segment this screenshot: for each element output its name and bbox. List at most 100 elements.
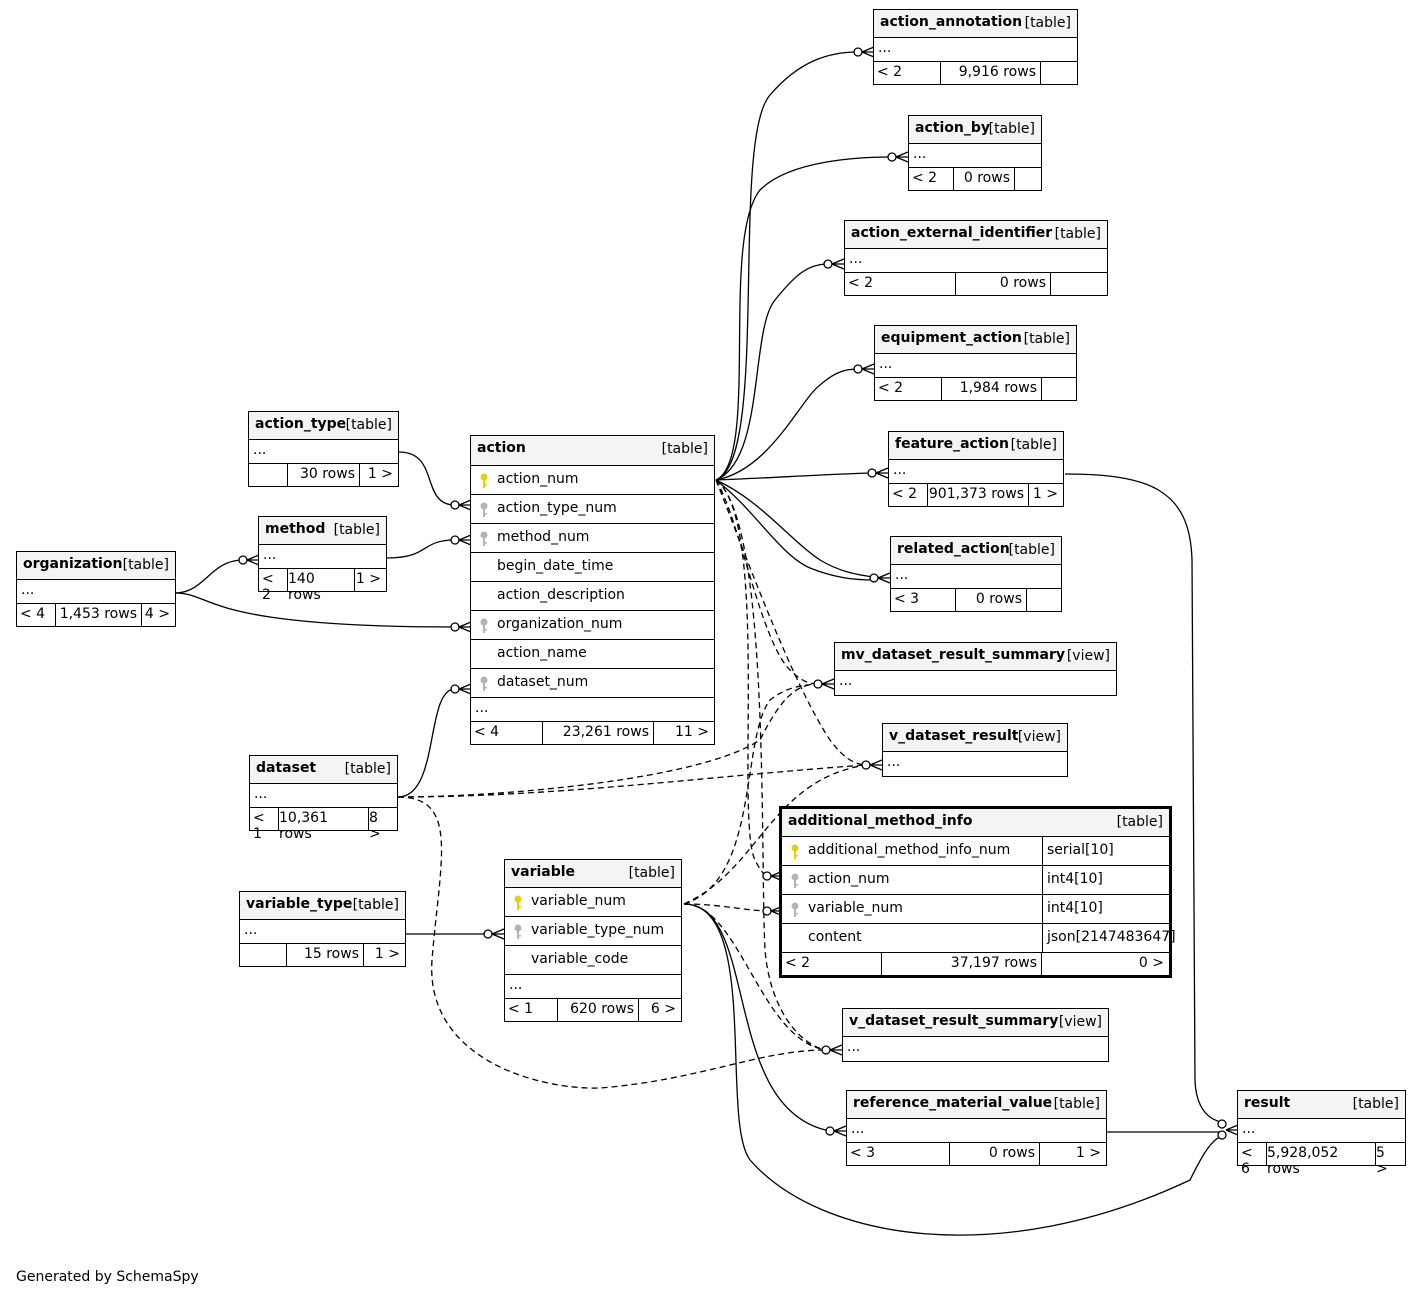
column-name: action_type_num [497,500,617,516]
entity-method[interactable]: method[table] ... < 2 140 rows 1 > [258,516,387,603]
parent-count: < 2 [848,275,874,291]
edge-action-equipment_action [715,368,859,481]
edge-method-action [386,539,456,559]
column-row[interactable]: variable_num int4[10] [782,895,1169,924]
row-count: 0 rows [975,591,1022,607]
column-row[interactable]: method_num [471,524,714,553]
parent-count: < 4 [20,606,46,622]
marker-method [238,554,260,566]
column-name: dataset_num [497,674,589,690]
ellipsis: ... [847,1039,861,1055]
edge-organization-method [174,559,244,594]
entity-result[interactable]: result[table] ... < 6 5,928,052 rows 5 > [1237,1090,1406,1177]
entity-v_dataset_result[interactable]: v_dataset_result[view] ... [882,723,1068,777]
child-count: 6 > [650,1001,676,1017]
marker-reference_material_value [825,1125,847,1137]
entity-variable_type[interactable]: variable_type[table] ... 15 rows 1 > [239,891,406,967]
marker-action-method_num [450,534,472,546]
column-row[interactable]: action_name [471,640,714,669]
marker-result [1217,1119,1239,1140]
column-row[interactable]: action_description [471,582,714,611]
edge-organization-action [174,592,456,628]
ellipsis: ... [913,146,927,162]
generated-by-label: Generated by SchemaSpy [16,1269,199,1285]
edge-variable-result [683,903,1223,1236]
entity-type: [table] [122,557,169,573]
entity-mv_dataset_result_summary[interactable]: mv_dataset_result_summary[view] ... [834,642,1117,696]
entity-reference_material_value[interactable]: reference_material_value[table] ... < 3 … [846,1090,1107,1166]
column-type: int4[10] [1047,900,1103,916]
entity-action_by[interactable]: action_by[table] ... < 2 0 rows [908,115,1042,191]
entity-type: [table] [988,121,1035,137]
parent-count: < 2 [785,955,811,971]
entity-name: dataset [256,760,317,776]
column-name: content [808,929,862,945]
column-name: variable_num [531,893,626,909]
column-name: organization_num [497,616,623,632]
ellipsis: ... [849,251,863,267]
column-type: json[2147483647] [1047,929,1176,945]
entity-name: action_by [915,120,990,136]
row-count: 9,916 rows [958,64,1036,80]
entity-organization[interactable]: organization[table] ... < 4 1,453 rows 4… [16,551,176,627]
entity-type: [table] [1116,814,1163,830]
column-type: int4[10] [1047,871,1103,887]
entity-action_annotation[interactable]: action_annotation[table] ... < 2 9,916 r… [873,9,1078,85]
child-count: 5 > [1376,1145,1388,1177]
entity-equipment_action[interactable]: equipment_action[table] ... < 2 1,984 ro… [874,325,1077,401]
column-row[interactable]: variable_num [505,888,681,917]
column-name: action_num [497,471,579,487]
column-row[interactable]: variable_code [505,946,681,975]
edge-action-action_annotation [715,51,859,481]
entity-related_action[interactable]: related_action[table] ... < 3 0 rows [890,536,1062,612]
column-row[interactable]: organization_num [471,611,714,640]
column-row[interactable]: content json[2147483647] [782,924,1176,953]
entity-action[interactable]: action[table] action_num action_type_num… [470,435,715,745]
entity-name: action_annotation [880,14,1023,30]
primary-key-icon [514,895,522,910]
entity-feature_action[interactable]: feature_action[table] ... < 2 901,373 ro… [888,431,1064,507]
entity-name: result [1244,1095,1291,1111]
column-name: action_name [497,645,587,661]
row-count: 30 rows [299,466,355,482]
ellipsis: ... [509,977,523,993]
column-row[interactable]: action_num [471,466,714,495]
child-count: 1 > [355,571,381,587]
entity-action_external_identifier[interactable]: action_external_identifier[table] ... < … [844,220,1108,296]
primary-key-icon [480,473,488,488]
entity-name: action_external_identifier [851,225,1053,241]
column-row[interactable]: action_num int4[10] [782,866,1169,895]
column-row[interactable]: variable_type_num [505,917,681,946]
column-row[interactable]: additional_method_info_num serial[10] [782,837,1169,866]
column-row[interactable]: dataset_num [471,669,714,698]
child-count: 1 > [374,946,400,962]
entity-name: additional_method_info [788,813,973,829]
column-row[interactable]: begin_date_time [471,553,714,582]
entity-additional_method_info[interactable]: additional_method_info [table] additional… [779,806,1176,978]
column-name: action_num [808,871,890,887]
column-type: serial[10] [1047,842,1114,858]
row-count: 0 rows [988,1145,1035,1161]
column-row[interactable]: action_type_num [471,495,714,524]
entity-variable[interactable]: variable[table] variable_num variable_ty… [504,859,682,1022]
entity-name: action [477,440,526,456]
edge-feature_action-result [1064,473,1223,1123]
marker-action-organization_num [450,621,472,633]
entity-type: [table] [628,865,675,881]
marker-related_action [869,572,891,584]
foreign-key-icon [514,924,522,939]
entity-v_dataset_result_summary[interactable]: v_dataset_result_summary[view] ... [842,1008,1109,1062]
edge-action-related_action-2 [715,479,875,581]
marker-action_external_identifier [823,258,845,270]
row-count: 1,453 rows [59,606,137,622]
entity-action_type[interactable]: action_type[table] ... 30 rows 1 > [248,411,399,487]
row-count: 1,984 rows [959,380,1037,396]
marker-feature_action [867,467,889,479]
entity-name: action_type [255,416,347,432]
ellipsis: ... [475,700,489,716]
entity-dataset[interactable]: dataset[table] ... < 1 10,361 rows 8 > [249,755,398,842]
edge-variable-additional_method_info [683,903,768,912]
row-count: 5,928,052 rows [1267,1145,1339,1177]
ellipsis: ... [895,567,909,583]
primary-key-icon [791,844,799,859]
